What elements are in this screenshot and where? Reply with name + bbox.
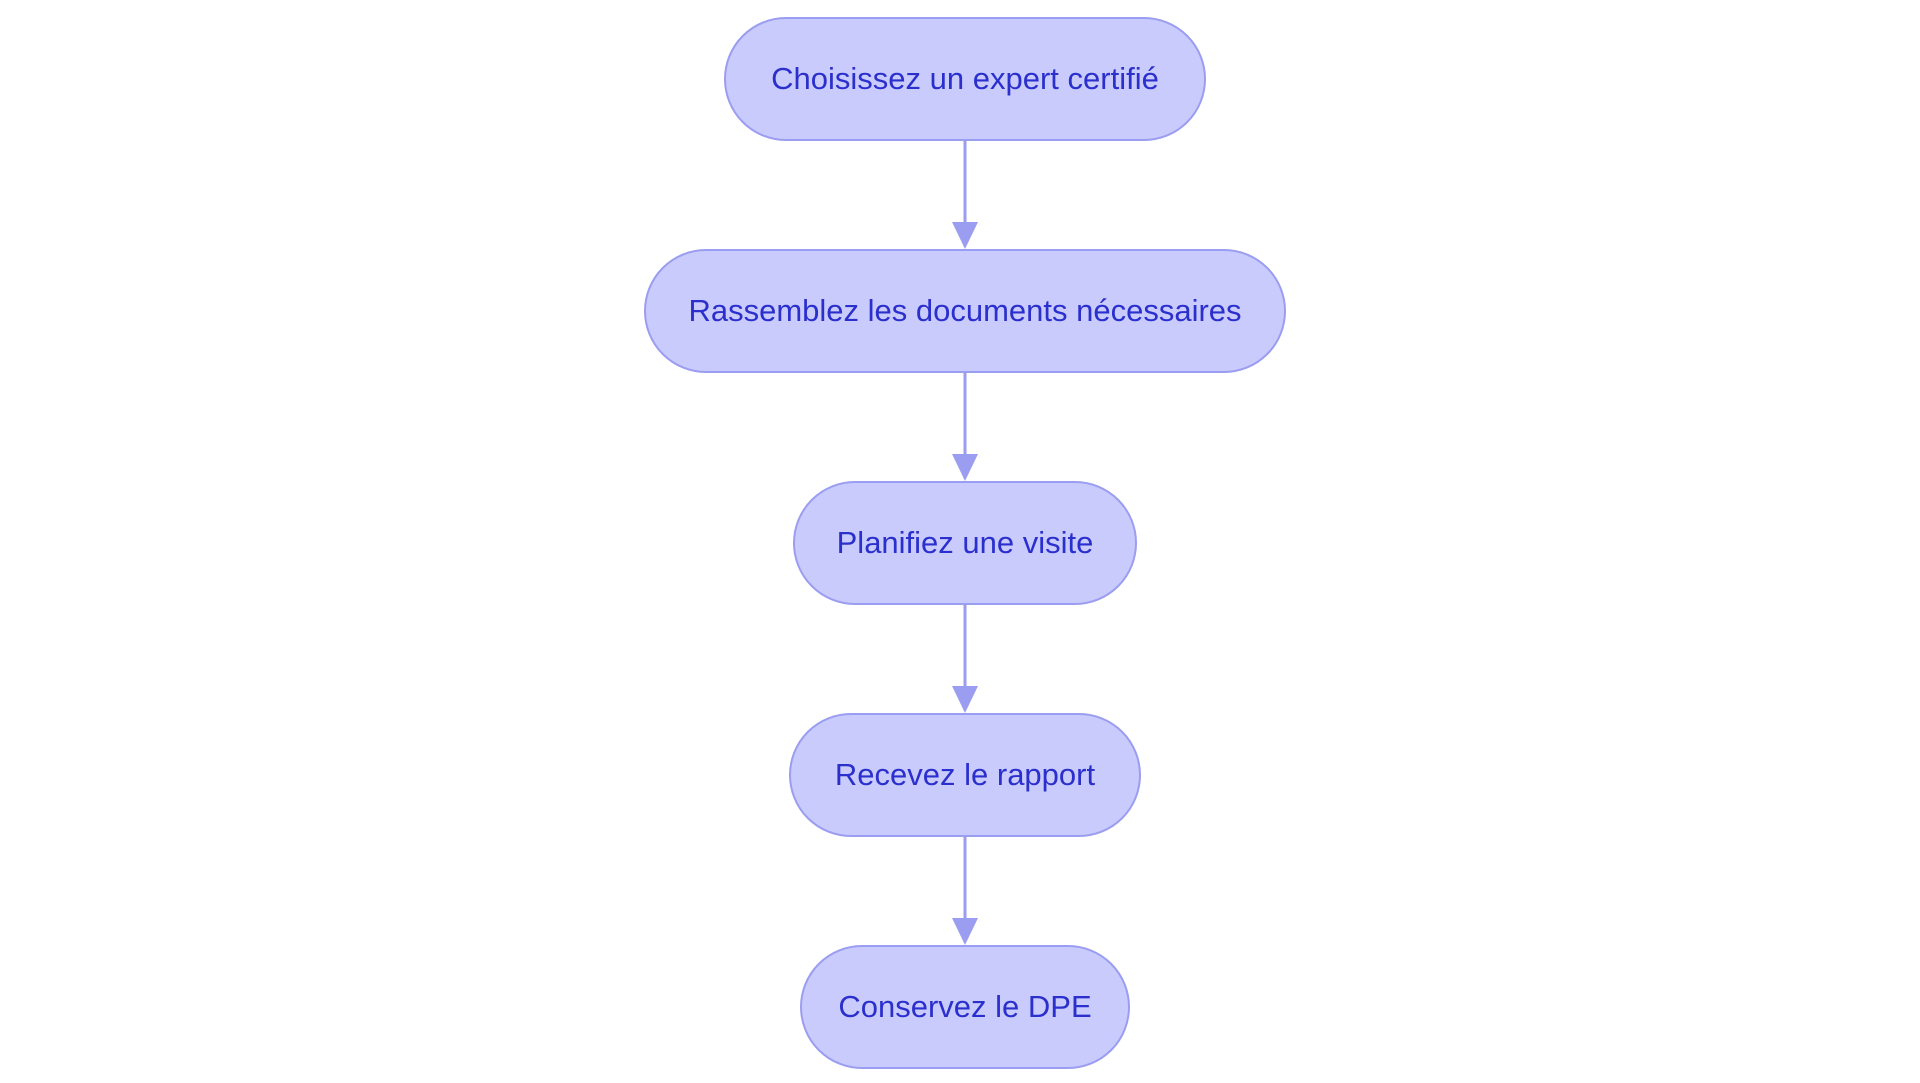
edge-n1-n2: [952, 141, 978, 249]
step-label: Conservez le DPE: [838, 989, 1092, 1024]
step-receive-report: Recevez le rapport: [789, 713, 1141, 837]
edge-n3-n4: [952, 605, 978, 713]
edge-n2-n3: [952, 373, 978, 481]
arrowhead-icon: [952, 918, 978, 945]
step-gather-documents: Rassemblez les documents nécessaires: [644, 249, 1286, 373]
step-label: Recevez le rapport: [834, 757, 1096, 792]
arrowhead-icon: [952, 454, 978, 481]
step-label: Planifiez une visite: [836, 525, 1094, 560]
edge-n4-n5: [952, 837, 978, 945]
arrowhead-icon: [952, 222, 978, 249]
step-keep-dpe: Conservez le DPE: [800, 945, 1130, 1069]
step-label: Choisissez un expert certifié: [771, 61, 1159, 96]
arrowhead-icon: [952, 686, 978, 713]
step-schedule-visit: Planifiez une visite: [793, 481, 1137, 605]
step-label: Rassemblez les documents nécessaires: [688, 293, 1242, 328]
step-choose-expert: Choisissez un expert certifié: [724, 17, 1206, 141]
